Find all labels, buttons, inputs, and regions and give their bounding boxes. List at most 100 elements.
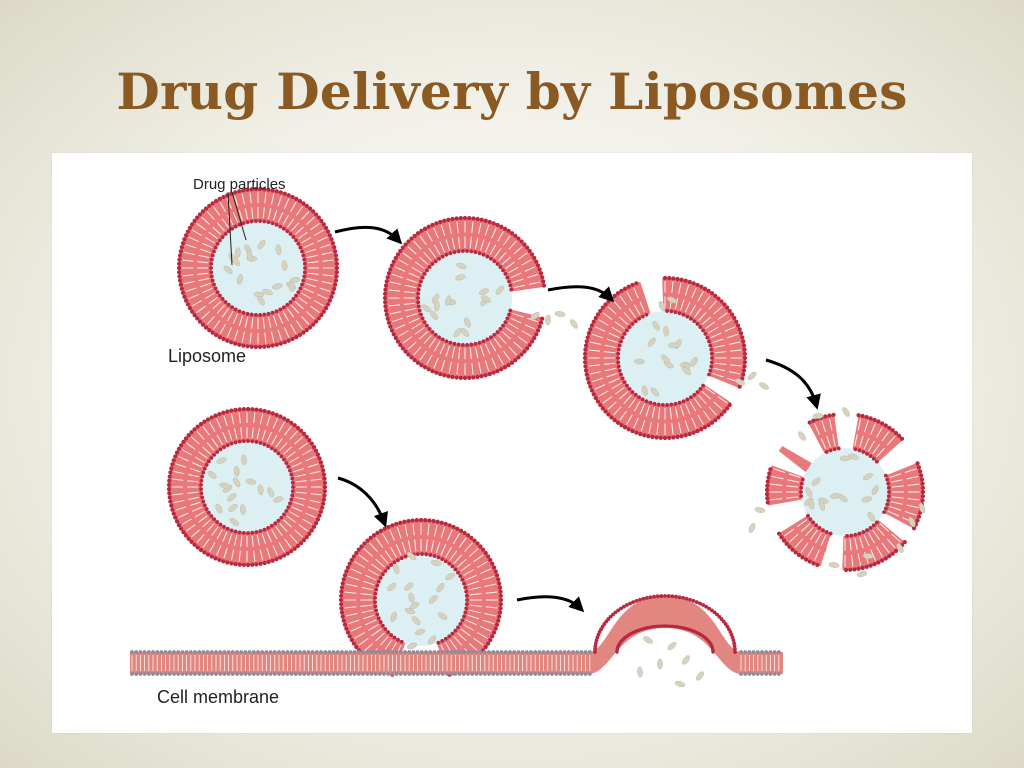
drug-particle bbox=[257, 484, 264, 496]
drug-particle bbox=[747, 371, 757, 381]
drug-particle bbox=[696, 671, 704, 681]
drug-particle bbox=[445, 295, 452, 306]
drug-particle bbox=[215, 503, 223, 514]
drug-particle bbox=[267, 487, 275, 498]
drug-particle bbox=[272, 496, 284, 503]
liposome-group bbox=[166, 186, 926, 677]
curved-arrow-icon bbox=[547, 285, 615, 303]
drug-particle bbox=[863, 473, 873, 481]
drug-particle bbox=[232, 477, 241, 488]
drug-particle bbox=[663, 325, 669, 337]
liposome-leaking bbox=[582, 275, 748, 441]
liposome-label: Liposome bbox=[168, 346, 246, 366]
drug-particle bbox=[262, 288, 273, 296]
curved-arrow-icon bbox=[516, 595, 585, 613]
drug-particle bbox=[481, 295, 491, 303]
drug-particle bbox=[428, 595, 438, 604]
drug-particle bbox=[839, 455, 851, 462]
drug-particle bbox=[421, 304, 431, 312]
drug-particle bbox=[871, 485, 879, 496]
drug-particle bbox=[637, 666, 643, 678]
drug-particle bbox=[288, 281, 295, 292]
drug-particle bbox=[495, 285, 504, 295]
drug-particle bbox=[245, 478, 257, 485]
curved-arrow-icon bbox=[337, 476, 388, 528]
drug-particle bbox=[554, 311, 566, 317]
drug-particle bbox=[641, 385, 648, 397]
drug-particle bbox=[682, 367, 692, 376]
drug-particle bbox=[275, 244, 282, 256]
drug-particle bbox=[464, 317, 471, 328]
drug-particle bbox=[570, 319, 578, 329]
drug-particle bbox=[456, 262, 467, 270]
liposome-intact bbox=[176, 186, 340, 350]
drug-particle bbox=[647, 337, 656, 347]
drug-particle bbox=[818, 500, 825, 511]
drug-particle bbox=[453, 328, 462, 338]
drug-particle bbox=[643, 636, 653, 644]
drug-particle bbox=[207, 470, 217, 479]
drug-particle bbox=[545, 314, 551, 326]
drug-particle bbox=[460, 327, 470, 337]
liposome-opening bbox=[382, 215, 547, 381]
drug-particle bbox=[666, 296, 678, 304]
liposome-fragmented bbox=[764, 412, 926, 573]
drug-particle bbox=[856, 570, 868, 578]
drug-particle bbox=[842, 407, 850, 417]
drug-particle bbox=[437, 612, 448, 620]
drug-particle bbox=[668, 342, 679, 349]
drug-particle bbox=[445, 573, 456, 581]
cell-membrane bbox=[130, 594, 783, 676]
drug-particle bbox=[431, 293, 440, 304]
drug-particle bbox=[246, 250, 253, 262]
drug-particle bbox=[412, 616, 421, 626]
figure-panel: Drug particles Liposome Cell membrane bbox=[52, 153, 972, 733]
drug-particle bbox=[848, 453, 859, 460]
drug-particle bbox=[234, 247, 241, 259]
drug-particle bbox=[430, 560, 442, 566]
drug-particle bbox=[404, 607, 416, 615]
drug-particle bbox=[233, 465, 240, 477]
drug-particle bbox=[530, 312, 540, 320]
drug-particle bbox=[634, 358, 645, 365]
pointer-line bbox=[227, 191, 233, 266]
drug-particle bbox=[232, 256, 240, 267]
pointer-line bbox=[231, 191, 247, 241]
drug-particle bbox=[414, 628, 426, 636]
drug-particle bbox=[650, 387, 659, 397]
drug-particle bbox=[867, 511, 875, 522]
drug-particle bbox=[272, 283, 283, 290]
cell-membrane-label: Cell membrane bbox=[157, 687, 279, 707]
drug-particle bbox=[918, 502, 926, 514]
drug-particle bbox=[257, 239, 266, 250]
drug-particles bbox=[207, 239, 926, 688]
drug-particle bbox=[661, 354, 670, 364]
drug-particle bbox=[811, 477, 821, 486]
drug-particles-label: Drug particles bbox=[193, 176, 286, 193]
drug-particle bbox=[223, 265, 233, 274]
drug-particle bbox=[406, 642, 418, 650]
drug-particle bbox=[658, 300, 666, 312]
drug-particle bbox=[433, 300, 440, 312]
drug-particle bbox=[674, 680, 686, 688]
drug-particle bbox=[798, 431, 806, 441]
liposome-diagram: Drug particles Liposome Cell membrane bbox=[130, 176, 926, 707]
slide-title: Drug Delivery by Liposomes bbox=[116, 62, 908, 121]
drug-particle bbox=[861, 496, 873, 503]
drug-particle bbox=[229, 518, 240, 526]
drug-particle bbox=[652, 320, 660, 331]
drug-particle bbox=[390, 611, 397, 623]
drug-particle bbox=[408, 592, 415, 604]
drug-particle bbox=[805, 487, 813, 498]
drug-particle bbox=[404, 582, 414, 591]
drug-particle bbox=[429, 310, 438, 320]
drug-particle bbox=[406, 551, 417, 561]
drug-particle bbox=[241, 454, 247, 466]
drug-particle bbox=[387, 582, 397, 592]
drug-particle bbox=[908, 516, 916, 528]
drug-particle bbox=[657, 658, 663, 670]
drug-particle bbox=[239, 504, 246, 515]
drug-particle bbox=[808, 498, 815, 510]
drug-particle bbox=[393, 563, 400, 575]
drug-particle bbox=[682, 655, 690, 665]
